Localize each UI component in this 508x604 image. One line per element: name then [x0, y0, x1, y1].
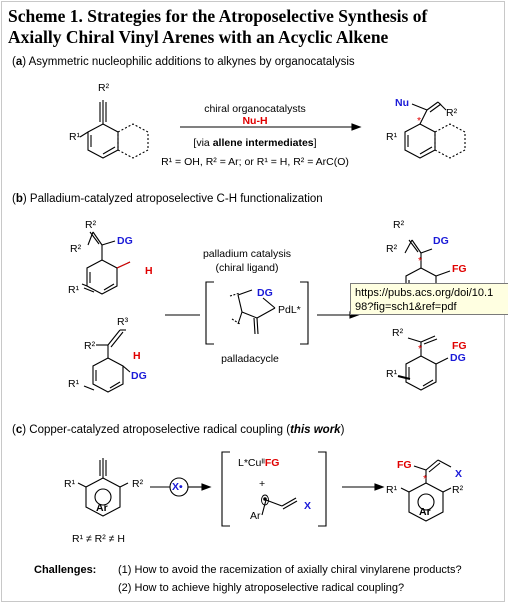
naphthalene-substrate-a	[79, 100, 149, 159]
section-c-heading: (c) Copper-catalyzed atroposelective rad…	[12, 424, 345, 436]
aryl-alkyne-substrate-c	[77, 458, 129, 517]
fg-label-p2: FG	[452, 340, 467, 352]
dg-label-p2: DG	[450, 352, 466, 364]
cond-b-ligand: (chiral ligand)	[215, 262, 279, 274]
plus-sign: +	[259, 478, 266, 490]
ar-label-intermediate: Ar	[250, 510, 261, 522]
styrene-substrate-b2	[83, 329, 131, 393]
r1-label-b2: R¹	[68, 378, 80, 390]
x-label-intermediate: X	[304, 500, 312, 512]
ar-label-c: Ar	[96, 502, 108, 514]
cond-b-palladium: palladium catalysis	[202, 248, 292, 260]
radical-dot	[263, 497, 267, 501]
h-label-b2: H	[133, 350, 141, 362]
via-allene-note: [via allene intermediates]	[193, 137, 317, 149]
r1-label-c: R¹	[64, 478, 76, 490]
nu-h-label: Nu-H	[242, 115, 268, 127]
section-b-heading: (b) Palladium-catalyzed atroposelective …	[12, 193, 323, 205]
challenges-label: Challenges:	[34, 564, 97, 576]
x-radical-label: X•	[172, 481, 183, 493]
r2-label-b1-left: R²	[70, 243, 82, 255]
r1-label-p2: R¹	[386, 368, 398, 380]
r1-label-a: R¹	[69, 131, 81, 143]
pd-label: PdL*	[278, 304, 301, 316]
url-tooltip: https://pubs.acs.org/doi/10.1 98?fig=sch…	[350, 283, 508, 315]
cond-a-catalyst: chiral organocatalysts	[204, 103, 306, 115]
svg-text:*: *	[423, 473, 427, 485]
title-line-1: Scheme 1. Strategies for the Atroposelec…	[8, 6, 428, 26]
challenge-1: (1) How to avoid the racemization of axi…	[118, 564, 462, 576]
svg-text:*: *	[417, 115, 421, 127]
chiral-axis-markers: * * * *	[417, 115, 427, 485]
r1-label-b1: R¹	[68, 284, 80, 296]
dg-label-b1: DG	[117, 235, 133, 247]
r1-label-a-product: R¹	[386, 131, 398, 143]
tooltip-line-1: https://pubs.acs.org/doi/10.1	[355, 287, 494, 299]
fg-label-p1: FG	[452, 263, 467, 275]
h-label-b1: H	[145, 265, 153, 277]
challenge-2: (2) How to achieve highly atroposelectiv…	[118, 582, 405, 594]
r1-r2-condition: R¹ ≠ R² ≠ H	[72, 533, 125, 545]
vinyl-naphthalene-product-a	[404, 101, 466, 159]
svg-text:*: *	[418, 255, 422, 267]
title-line-2: Axially Chiral Vinyl Arenes with an Acyc…	[8, 27, 389, 47]
svg-text:*: *	[418, 343, 422, 355]
dg-label-b2: DG	[131, 370, 147, 382]
r2-label-p1-left: R²	[386, 243, 398, 255]
r2-label-p2: R²	[392, 327, 404, 339]
r2-label-a: R²	[98, 82, 110, 94]
x-label-c-product: X	[455, 468, 463, 480]
r2-label-c: R²	[132, 478, 144, 490]
scheme-title: Scheme 1. Strategies for the Atroposelec…	[8, 6, 503, 48]
styrene-substrate-b1	[81, 231, 131, 295]
r2-label-b2: R²	[84, 340, 96, 352]
vinyl-radical-intermediate	[261, 497, 298, 516]
palladacycle-ring	[229, 289, 276, 335]
r3-label-b2: R³	[117, 316, 129, 328]
tooltip-line-2: 98?fig=sch1&ref=pdf	[355, 301, 457, 313]
dg-label-p1: DG	[433, 235, 449, 247]
cu-label: L*CuᴵᴵFG	[238, 457, 280, 469]
atropisomer-product-b2	[397, 335, 449, 391]
r2-label-p1-top: R²	[393, 219, 405, 231]
dg-label-palladacycle: DG	[257, 287, 273, 299]
section-a-footnote: R¹ = OH, R² = Ar; or R¹ = H, R² = ArC(O)	[161, 156, 349, 168]
r1-label-c-product: R¹	[386, 484, 398, 496]
nu-label-product: Nu	[395, 97, 409, 109]
r2-label-b1-top: R²	[85, 219, 97, 231]
r2-label-c-product: R²	[452, 484, 464, 496]
fg-label-c-product: FG	[397, 459, 412, 471]
r2-label-a-product: R²	[446, 107, 458, 119]
ar-label-c-product: Ar	[419, 506, 431, 518]
palladacycle-label: palladacycle	[221, 353, 279, 365]
axially-chiral-product-c	[400, 459, 452, 522]
section-a-heading: (a) Asymmetric nucleophilic additions to…	[12, 56, 355, 68]
